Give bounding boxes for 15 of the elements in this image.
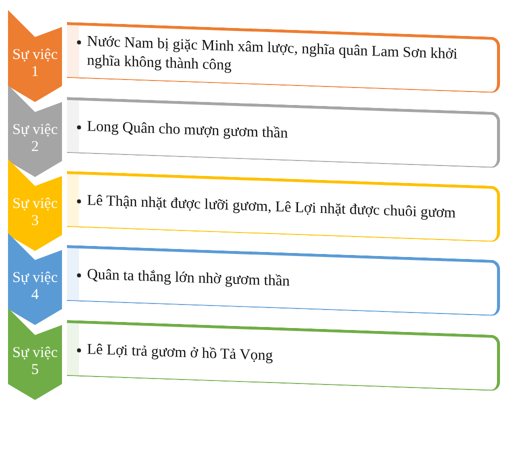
event-text: Lê Lợi trả gươm ở hồ Tả Vọng [87,340,273,366]
chevron-shape [8,10,62,102]
event-text: Nước Nam bị giặc Minh xâm lược, nghĩa quân Lam Sơn khởi nghĩa không thành công [87,32,458,76]
event-text: Quân ta thắng lớn nhờ gươm thần [87,265,290,292]
step-label: Sự việc 3 [11,196,59,230]
event-text: Lê Thận nhặt được lưỡi gươm, Lê Lợi nhặt được chuôi gươm [87,191,456,224]
chevron-shape [8,85,62,177]
chevron-shape [8,308,62,400]
event-text: Long Quân cho mượn gươm thần [87,117,288,144]
step-label: Sự việc 2 [11,122,59,156]
chevron-shape [8,233,62,325]
step-label: Sự việc 1 [11,47,59,81]
chevron-shape [8,159,62,251]
step-label: Sự việc 4 [11,270,59,304]
step-label: Sự việc 5 [11,345,59,379]
